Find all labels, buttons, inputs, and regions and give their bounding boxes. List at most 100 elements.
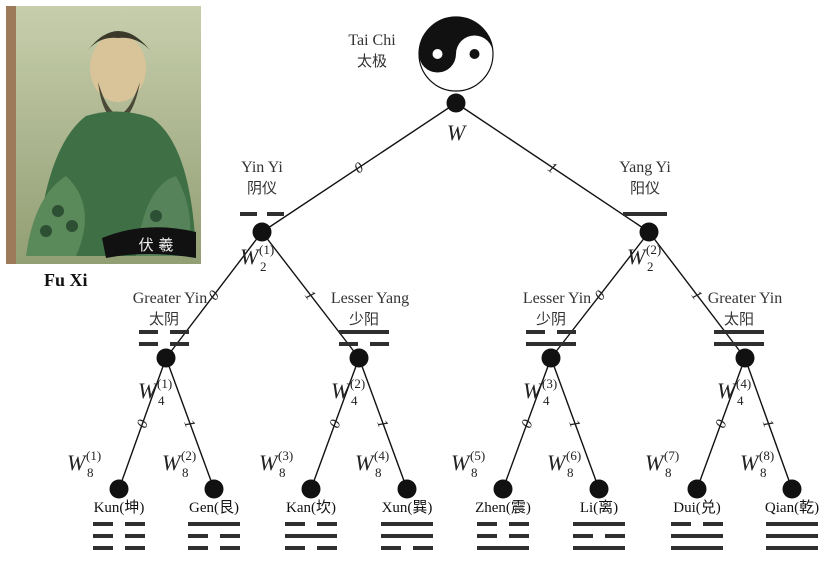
tree-edge — [261, 102, 457, 233]
trigram-name: Dui(兑) — [673, 499, 721, 516]
level3-weight: W(2)8 — [162, 448, 196, 480]
svg-text:(8): (8) — [759, 448, 774, 463]
svg-text:W: W — [523, 378, 543, 403]
svg-text:W: W — [717, 378, 737, 403]
svg-text:2: 2 — [260, 259, 267, 274]
svg-text:W: W — [627, 244, 647, 269]
trigram-line-symbol — [477, 522, 529, 550]
level1-label-cn: 阴仪 — [247, 179, 277, 197]
tree-edge — [455, 102, 650, 233]
trigram-name: Zhen(震) — [475, 499, 531, 516]
svg-text:(2): (2) — [181, 448, 196, 463]
svg-text:W: W — [740, 450, 760, 475]
yin-yang-icon — [418, 16, 494, 92]
trigram-name: Kan(坎) — [286, 499, 336, 516]
level1-label-en: Yin Yi — [241, 159, 283, 176]
tree-node — [541, 348, 561, 368]
level2-weight: W(1) 4 — [138, 376, 172, 408]
level2-weight: W(2)4 — [331, 376, 365, 408]
level3-weight: W(4)8 — [355, 448, 389, 480]
svg-text:(2): (2) — [350, 376, 365, 391]
tree-edge — [165, 357, 215, 490]
trigram-line-symbol — [381, 522, 433, 550]
tree-edge — [696, 357, 746, 490]
level2-line-symbol — [139, 330, 189, 346]
svg-text:W: W — [138, 378, 158, 403]
edge-bit-label: 0 — [350, 158, 366, 176]
trigram-name: Kun(坤) — [94, 499, 145, 516]
tree-edge — [118, 357, 167, 490]
level1-line-symbol — [240, 212, 284, 216]
level2-label-en: Lesser Yin — [523, 290, 591, 307]
level2-label-en: Lesser Yang — [331, 290, 409, 307]
level2-label-cn: 太阳 — [724, 310, 754, 328]
tree-node — [589, 479, 609, 499]
svg-text:8: 8 — [279, 465, 286, 480]
svg-text:W: W — [451, 450, 471, 475]
trigram-line-symbol — [573, 522, 625, 550]
svg-text:4: 4 — [543, 393, 550, 408]
edge-bit-label: 1 — [373, 418, 391, 431]
svg-text:8: 8 — [182, 465, 189, 480]
svg-text:4: 4 — [351, 393, 358, 408]
svg-text:(5): (5) — [470, 448, 485, 463]
level2-weight: W(3) 4 — [523, 376, 557, 408]
svg-text:W: W — [240, 244, 260, 269]
edge-bit-label: 1 — [180, 418, 198, 431]
fu-xi-label: Fu Xi — [44, 270, 88, 290]
level2-line-symbol — [526, 330, 576, 346]
level3-weight: W(7)8 — [645, 448, 679, 480]
root-label-en: Tai Chi — [348, 32, 396, 49]
trigram-name: Gen(艮) — [189, 499, 239, 516]
tree-node — [301, 479, 321, 499]
tree-node — [204, 479, 224, 499]
level1-line-symbol — [623, 212, 667, 216]
level3-weight: W(5) 8 — [451, 448, 485, 480]
tree-edge — [502, 357, 552, 490]
tree-node — [156, 348, 176, 368]
svg-text:4: 4 — [737, 393, 744, 408]
svg-text:(7): (7) — [664, 448, 679, 463]
level2-label-cn: 太阴 — [149, 310, 179, 328]
edge-bit-label: 1 — [565, 418, 583, 431]
trigram-line-symbol — [285, 522, 337, 550]
svg-text:(4): (4) — [736, 376, 751, 391]
level2-label-cn: 少阴 — [536, 310, 566, 328]
level3-weight: W(8)8 — [740, 448, 774, 480]
portrait-caption: 伏 羲 — [139, 236, 174, 254]
tree-edge — [165, 231, 263, 359]
edge-bit-label: 1 — [759, 418, 777, 430]
svg-text:(3): (3) — [278, 448, 293, 463]
level2-label-en: Greater Yin — [133, 290, 207, 307]
level1-label-cn: 阳仪 — [630, 179, 660, 197]
svg-text:(1): (1) — [157, 376, 172, 391]
trigram-line-symbol — [188, 522, 240, 550]
tree-node — [252, 222, 272, 242]
level2-line-symbol — [339, 330, 389, 346]
tree-node — [493, 479, 513, 499]
tree-node — [446, 93, 466, 113]
svg-text:(6): (6) — [566, 448, 581, 463]
svg-text:(1): (1) — [259, 242, 274, 257]
tree-edge — [550, 231, 650, 359]
svg-text:(3): (3) — [542, 376, 557, 391]
svg-text:(4): (4) — [374, 448, 389, 463]
tree-edge — [550, 357, 600, 490]
level1-weight: W(1) 2 — [240, 242, 274, 274]
root-weight: W — [447, 120, 467, 145]
svg-text:2: 2 — [647, 259, 654, 274]
tree-edge — [358, 357, 408, 490]
level2-weight: W(4) 4 — [717, 376, 751, 408]
svg-text:W: W — [355, 450, 375, 475]
trigram-name: Li(离) — [580, 499, 618, 516]
tree-node — [397, 479, 417, 499]
svg-text:8: 8 — [471, 465, 478, 480]
svg-text:4: 4 — [158, 393, 165, 408]
level1-label-en: Yang Yi — [619, 159, 671, 176]
level2-line-symbol — [714, 330, 764, 346]
level3-weight: W(1)8 — [67, 448, 101, 480]
svg-text:W: W — [67, 450, 87, 475]
svg-text:W: W — [645, 450, 665, 475]
tree-edge — [310, 357, 360, 490]
